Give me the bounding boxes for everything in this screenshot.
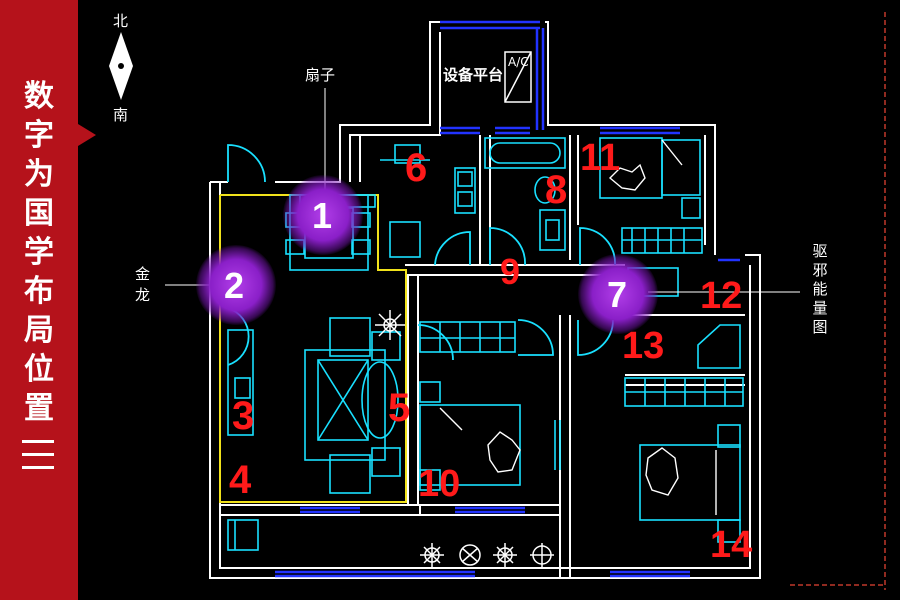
title-char-6: 布 [24,274,54,309]
walls [209,21,761,579]
position-number: 1 [312,195,333,236]
position-number: 12 [700,275,743,317]
title-char-1: 数 [24,79,54,114]
equipment-platform-label: 设备平台 [443,66,504,84]
position-number: 8 [545,168,568,212]
position-number: 7 [607,274,628,315]
title-char-7: 局 [24,313,54,348]
plant-balcony-2 [459,544,481,566]
position-number: 14 [710,524,753,566]
glow-marker-1 [283,175,363,255]
plants [375,310,554,567]
position-number: 13 [622,325,665,367]
compass-icon [109,32,133,100]
position-number: 9 [500,251,521,292]
compass-south-label: 南 [113,106,129,124]
ward-off-energy-label: 驱邪能量图 [812,242,828,336]
position-number: 11 [580,137,621,179]
title-char-8: 位 [24,352,54,387]
sidebar-pointer [78,124,96,146]
compass-north-label: 北 [113,12,129,30]
title-char-5: 学 [24,235,54,270]
drawing-frame [790,12,886,590]
golden-dragon-label: 金龙 [135,265,151,304]
plant-balcony-1 [420,543,444,567]
position-number: 5 [388,386,411,430]
position-number: 10 [418,463,461,505]
plant-balcony-4 [530,543,554,567]
plant-balcony-3 [493,543,517,567]
title-char-2: 字 [24,118,54,153]
title-char-9: 置 [24,391,54,426]
ac-label: A/C [508,55,529,69]
position-number: 2 [224,265,245,306]
ac-unit [504,51,532,103]
glow-marker-2 [196,245,276,325]
plant-livingroom [375,310,405,340]
living-area-outline [219,194,407,503]
furniture [227,137,744,551]
title-char-4: 国 [24,196,54,231]
position-number: 4 [229,458,252,502]
position-number: 3 [232,394,255,438]
bed-quilts [439,139,717,515]
position-number: 6 [405,146,428,190]
title-sidebar [0,0,78,600]
fan-label: 扇子 [305,66,336,84]
doors [227,144,616,366]
title-char-3: 为 [24,157,54,192]
glow-marker-7 [578,254,658,334]
windows [275,20,740,578]
